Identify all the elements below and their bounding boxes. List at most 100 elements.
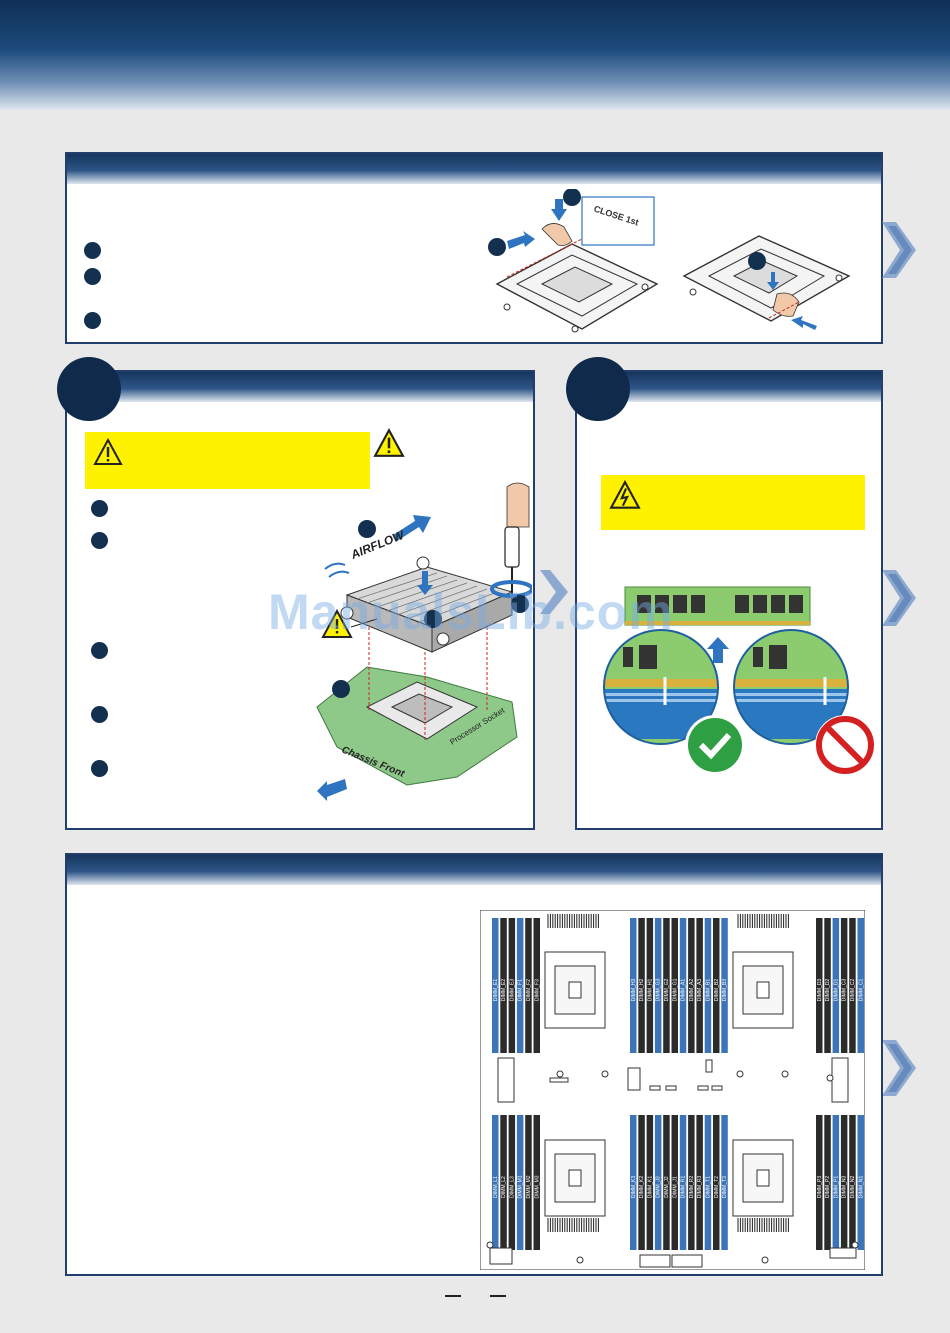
cpu-socket (544, 951, 606, 1029)
board-component (627, 1067, 641, 1091)
esd-warning-icon (609, 480, 641, 509)
dimm-slot-label: DIMM_D3 (817, 979, 823, 1002)
board-component (831, 1057, 849, 1103)
mounting-hole (601, 1070, 609, 1078)
mounting-hole (826, 1074, 834, 1082)
vrm-heatsink (547, 914, 599, 928)
dimm-slot: DIMM_R2 (688, 1115, 695, 1250)
board-component (829, 1247, 857, 1259)
dimm-slot: DIMM_P1 (832, 1115, 839, 1250)
dimm-slot-label: DIMM_N2 (850, 1176, 856, 1199)
dimm-slot: DIMM_G3 (654, 918, 662, 1053)
dimm-slot: DIMM_R3 (696, 1115, 703, 1250)
dimm-slot: DIMM_L1 (492, 1115, 499, 1250)
dimm-slot-label: DIMM_L2 (501, 1176, 507, 1198)
dimm-slot: DIMM_L2 (500, 1115, 507, 1250)
board-component (549, 1077, 569, 1083)
panel-header (67, 154, 881, 184)
dimm-slot-label: DIMM_P1 (833, 1176, 839, 1198)
dimm-slot: DIMM_C2 (849, 918, 856, 1053)
esd-warning-box (601, 475, 865, 530)
dimm-slot: DIMM_G1 (671, 918, 678, 1053)
memory-install-panel (575, 370, 883, 830)
dimm-slot-label: DIMM_H2 (639, 979, 645, 1002)
dimm-slot: DIMM_N1 (857, 1115, 864, 1250)
dimm-slot-label: DIMM_F2 (526, 979, 532, 1001)
heatsink-install-panel: Processor Socket AIRFLOW (65, 370, 535, 830)
dimm-slot-label: DIMM_G3 (656, 978, 662, 1001)
dimm-slot-label: DIMM_M3 (534, 1175, 540, 1198)
dimm-slot-label: DIMM_C2 (850, 979, 856, 1002)
step-bullet-5 (91, 760, 108, 777)
dimm-slot-label: DIMM_R2 (689, 1176, 695, 1199)
mounting-hole (781, 1070, 789, 1078)
dimm-slot-label: DIMM_J3 (656, 1176, 662, 1198)
board-component (489, 1247, 513, 1265)
dimm-slot-label: DIMM_C1 (858, 979, 864, 1002)
dimm-slot: DIMM_L3 (508, 1115, 515, 1250)
dimm-slot: DIMM_C3 (840, 918, 848, 1053)
dimm-slot-label: DIMM_H3 (631, 979, 637, 1002)
mounting-hole (761, 1256, 769, 1264)
dimm-slot: DIMM_D3 (816, 918, 823, 1053)
dimm-slot: DIMM_H2 (638, 918, 645, 1053)
dimm-slot-label: DIMM_C3 (842, 979, 848, 1002)
dimm-slot-label: DIMM_D1 (833, 979, 839, 1002)
dimm-slot-label: DIMM_F3 (534, 979, 540, 1001)
dimm-slot: DIMM_E2 (500, 918, 507, 1053)
vrm-heatsink (547, 1218, 599, 1232)
dimm-slot-label: DIMM_N1 (858, 1176, 864, 1199)
dimm-slot-label: DIMM_B2 (714, 979, 720, 1001)
mounting-hole (576, 1256, 584, 1264)
dimm-slot: DIMM_A3 (696, 918, 703, 1053)
dimm-slot-label: DIMM_D2 (825, 979, 831, 1002)
dimm-slot: DIMM_A1 (679, 918, 687, 1053)
dimm-slot-label: DIMM_L3 (509, 1176, 515, 1198)
socket-close-illustration-2 (682, 235, 851, 330)
dimm-slot-label: DIMM_F1 (518, 979, 524, 1001)
dimm-slot-label: DIMM_B1 (706, 979, 712, 1001)
section-number-badge (57, 357, 121, 421)
panel-header (67, 855, 881, 885)
dimm-slot: DIMM_A2 (688, 918, 695, 1053)
dimm-slot-label: DIMM_G2 (664, 978, 670, 1001)
step-bullet-4 (91, 706, 108, 723)
dimm-slot: DIMM_D1 (832, 918, 839, 1053)
cpu-socket (732, 1139, 794, 1217)
dimm-slot-label: DIMM_R3 (697, 1176, 703, 1199)
dimm-slot: DIMM_B3 (721, 918, 728, 1053)
next-arrow-icon (540, 570, 568, 614)
dimm-slot-label: DIMM_T1 (706, 1176, 712, 1198)
dimm-slot: DIMM_F3 (533, 918, 540, 1053)
heatsink-illustration: Processor Socket AIRFLOW (316, 482, 532, 801)
dimm-slot-label: DIMM_M2 (526, 1175, 532, 1198)
dimm-install-illustration (603, 586, 875, 775)
dimm-slot: DIMM_J1 (671, 1115, 678, 1250)
dimm-slot-label: DIMM_T2 (714, 1176, 720, 1198)
dimm-slot: DIMM_G2 (663, 918, 670, 1053)
caution-icon (93, 438, 123, 465)
caution-icon (373, 428, 405, 457)
dimm-slot: DIMM_E1 (492, 918, 499, 1053)
dimm-slot: DIMM_T3 (721, 1115, 728, 1250)
dimm-slot: DIMM_E3 (508, 918, 515, 1053)
step-bullet-3 (91, 642, 108, 659)
dimm-slot-label: DIMM_L1 (493, 1176, 499, 1198)
dimm-slot: DIMM_F2 (525, 918, 532, 1053)
vrm-heatsink (737, 914, 789, 928)
dimm-slot-label: DIMM_T3 (722, 1176, 728, 1198)
dimm-slot: DIMM_R1 (679, 1115, 687, 1250)
cpu-socket (544, 1139, 606, 1217)
watermark: ManualsLib.com (268, 584, 674, 640)
dimm-slot: DIMM_B1 (704, 918, 712, 1053)
dimm-slot-label: DIMM_M1 (518, 1175, 524, 1198)
board-component (671, 1254, 703, 1268)
mounting-hole (556, 1070, 564, 1078)
board-component (497, 1057, 515, 1103)
cpu-socket (732, 951, 794, 1029)
step-bullet-1 (91, 500, 108, 517)
board-component (705, 1059, 713, 1073)
dimm-slot: DIMM_C1 (857, 918, 864, 1053)
dimm-slot: DIMM_D2 (824, 918, 831, 1053)
